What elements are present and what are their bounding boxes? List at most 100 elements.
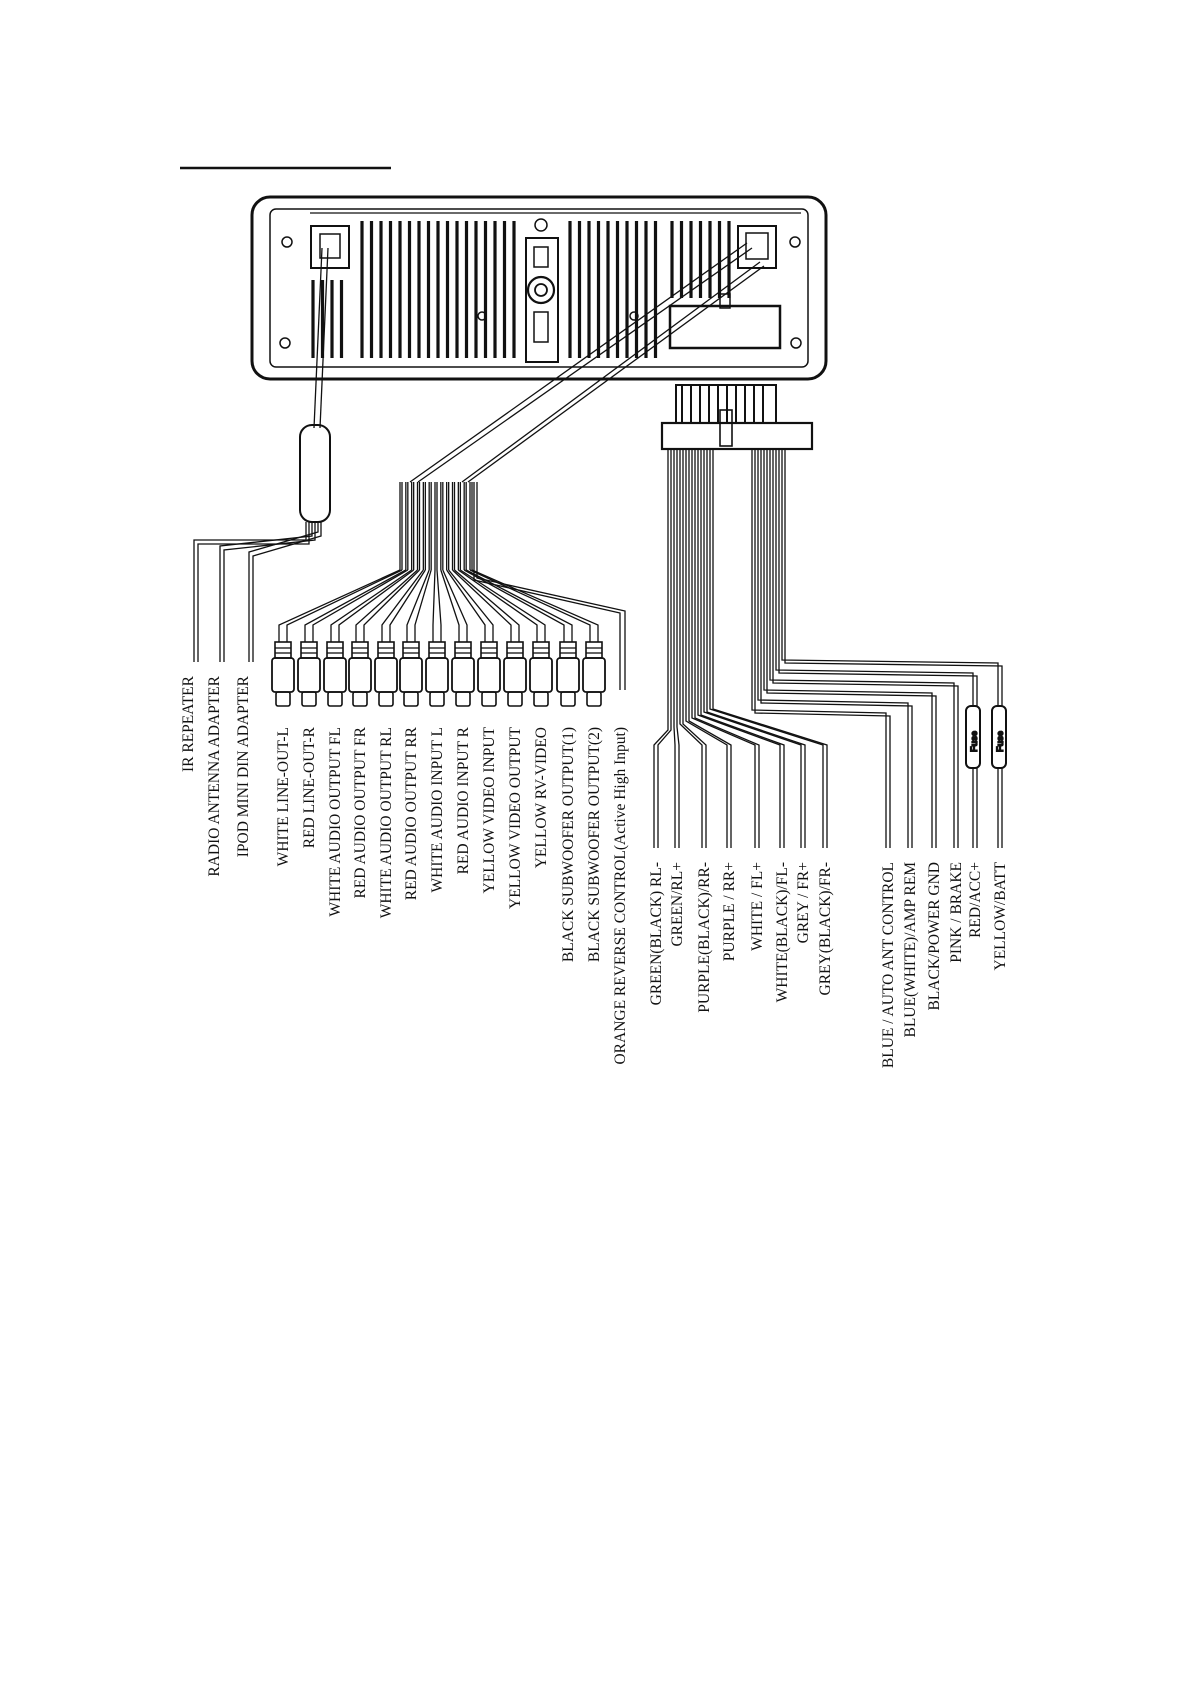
rca-plug: [297, 641, 321, 707]
wire-label-red-audio-input-r: RED AUDIO INPUT R: [455, 726, 472, 874]
rca-plug: [425, 641, 449, 707]
fuse-holder: Fuse: [991, 705, 1007, 769]
rca-branch-wire: [304, 569, 407, 642]
rca-plug: [503, 641, 527, 707]
power-labels: BLUE / AUTO ANT CONTROL BLUE(WHITE)/AMP R…: [880, 861, 1009, 1068]
speaker-wire: [712, 449, 828, 848]
rca-plug: [374, 641, 398, 707]
rca-plug: [556, 641, 580, 707]
rca-plug: [451, 641, 475, 707]
rca-branch-wire: [459, 569, 546, 642]
wire-label-purple-rr: PURPLE / RR+: [721, 862, 738, 961]
wire-label-yellow-rv-video: YELLOW RV-VIDEO: [533, 727, 550, 868]
rca-branch-wire: [452, 569, 512, 642]
wire-label-white-audio-input-l: WHITE AUDIO INPUT L: [429, 727, 446, 892]
rca-branch-wire: [312, 569, 409, 642]
wire-label-blue-white-amp-rem: BLUE(WHITE)/AMP REM: [902, 862, 919, 1038]
heatsink-fins: [311, 221, 731, 358]
wire-label-yellow-video-output: YELLOW VIDEO OUTPUT: [507, 726, 524, 908]
fuse-label: Fuse: [969, 731, 979, 752]
rca-branch-wire: [389, 569, 426, 642]
speaker-wire: [706, 449, 806, 848]
rca-feed-cable: [467, 265, 765, 483]
wire-label-black-subwoofer-output-1: BLACK SUBWOOFER OUTPUT(1): [560, 727, 577, 962]
wire-label-grey-fr: GREY / FR+: [795, 862, 812, 943]
power-wire: [763, 449, 933, 848]
rca-feed-cable: [417, 247, 753, 483]
speaker-wire: [697, 449, 781, 848]
rca-branch-wire: [338, 569, 415, 642]
rca-branch-wire: [454, 569, 520, 642]
wire-label-orange-reverse-control-active-high-input: ORANGE REVERSE CONTROL(Active High Input…: [612, 727, 629, 1065]
power-wire: [778, 449, 978, 848]
rca-branch-wire: [457, 569, 538, 642]
wire-label-pink-brake: PINK / BRAKE: [948, 862, 965, 963]
speaker-wire: [694, 449, 760, 848]
power-wire: [751, 449, 887, 848]
speaker-wire: [682, 449, 707, 848]
wire-label-red-acc: RED/ACC+: [967, 862, 984, 938]
adapter-cable: [313, 247, 323, 429]
wire-label-red-line-out-r: RED LINE-OUT-R: [301, 726, 318, 848]
power-wire: [757, 449, 909, 848]
wire-label-green-rl: GREEN/RL+: [669, 862, 686, 947]
rca-branch-wire: [278, 569, 401, 642]
power-wire: [766, 449, 937, 848]
rca-branch-wire: [440, 569, 460, 642]
power-wire: [760, 449, 913, 848]
wire-label-radio-antenna-adapter: RADIO ANTENNA ADAPTER: [206, 675, 223, 876]
rca-feed-cable: [461, 261, 761, 483]
wire-label-black-subwoofer-output-2: BLACK SUBWOOFER OUTPUT(2): [586, 727, 603, 962]
wire-label-blue-auto-ant-control: BLUE / AUTO ANT CONTROL: [880, 862, 897, 1068]
wire-label-black-power-gnd: BLACK/POWER GND: [926, 862, 943, 1011]
rca-plug: [399, 641, 423, 707]
speaker-wire: [703, 449, 802, 848]
rca-branch-wire: [463, 569, 565, 642]
rca-branch-wire: [442, 569, 468, 642]
rca-plug: [348, 641, 372, 707]
adapter-wire: [219, 522, 313, 662]
wire-label-white-audio-output-rl: WHITE AUDIO OUTPUT RL: [378, 727, 395, 918]
power-wire: [769, 449, 955, 848]
wire-label-white-fl: WHITE / FL+: [749, 862, 766, 951]
speaker-labels: GREEN(BLACK) RL-GREEN/RL+PURPLE(BLACK)/R…: [648, 862, 834, 1013]
speaker-wire: [653, 449, 669, 848]
wire-label-yellow-video-input: YELLOW VIDEO INPUT: [481, 726, 498, 893]
wire-label-white-line-out-l: WHITE LINE-OUT-L: [275, 727, 292, 866]
rca-branch-wire: [436, 569, 442, 642]
wire-label-purple-black-rr: PURPLE(BLACK)/RR-: [696, 862, 713, 1013]
rca-branch-wire: [448, 569, 494, 642]
rca-plug: [477, 641, 501, 707]
rca-branch-wire: [330, 569, 413, 642]
power-wire: [754, 449, 891, 848]
adapter-wire: [248, 522, 319, 662]
wire-label-white-black-fl: WHITE(BLACK)/FL-: [774, 862, 791, 1002]
speaker-wire: [688, 449, 732, 848]
power-wire: [772, 449, 959, 848]
power-wire: [784, 449, 1003, 848]
speaker-wire: [679, 449, 703, 848]
wire-harness: Fuse Fuse: [193, 242, 1007, 848]
head-unit-rear-panel: [250, 195, 828, 381]
wire-label-red-audio-output-rr: RED AUDIO OUTPUT RR: [403, 726, 420, 900]
speaker-wire: [691, 449, 756, 848]
rca-branch-wire: [286, 569, 403, 642]
wire-label-white-audio-output-fl: WHITE AUDIO OUTPUT FL: [327, 727, 344, 917]
adapter-wire: [197, 522, 310, 662]
wire-label-yellow-batt: YELLOW/BATT: [992, 861, 1009, 970]
rca-plug: [323, 641, 347, 707]
speaker-wire: [657, 449, 672, 848]
adapter-wire: [193, 522, 307, 662]
speaker-wire: [673, 449, 676, 848]
iso-connector: [660, 384, 814, 451]
rca-branch-wire: [432, 569, 436, 642]
rca-branch-wire: [471, 569, 599, 642]
speaker-wire: [685, 449, 728, 848]
speaker-wire: [676, 449, 680, 848]
rca-branch-wire: [446, 569, 486, 642]
speaker-wire: [709, 449, 824, 848]
rca-branch-wire: [363, 569, 420, 642]
adapter-cable: [319, 247, 329, 429]
